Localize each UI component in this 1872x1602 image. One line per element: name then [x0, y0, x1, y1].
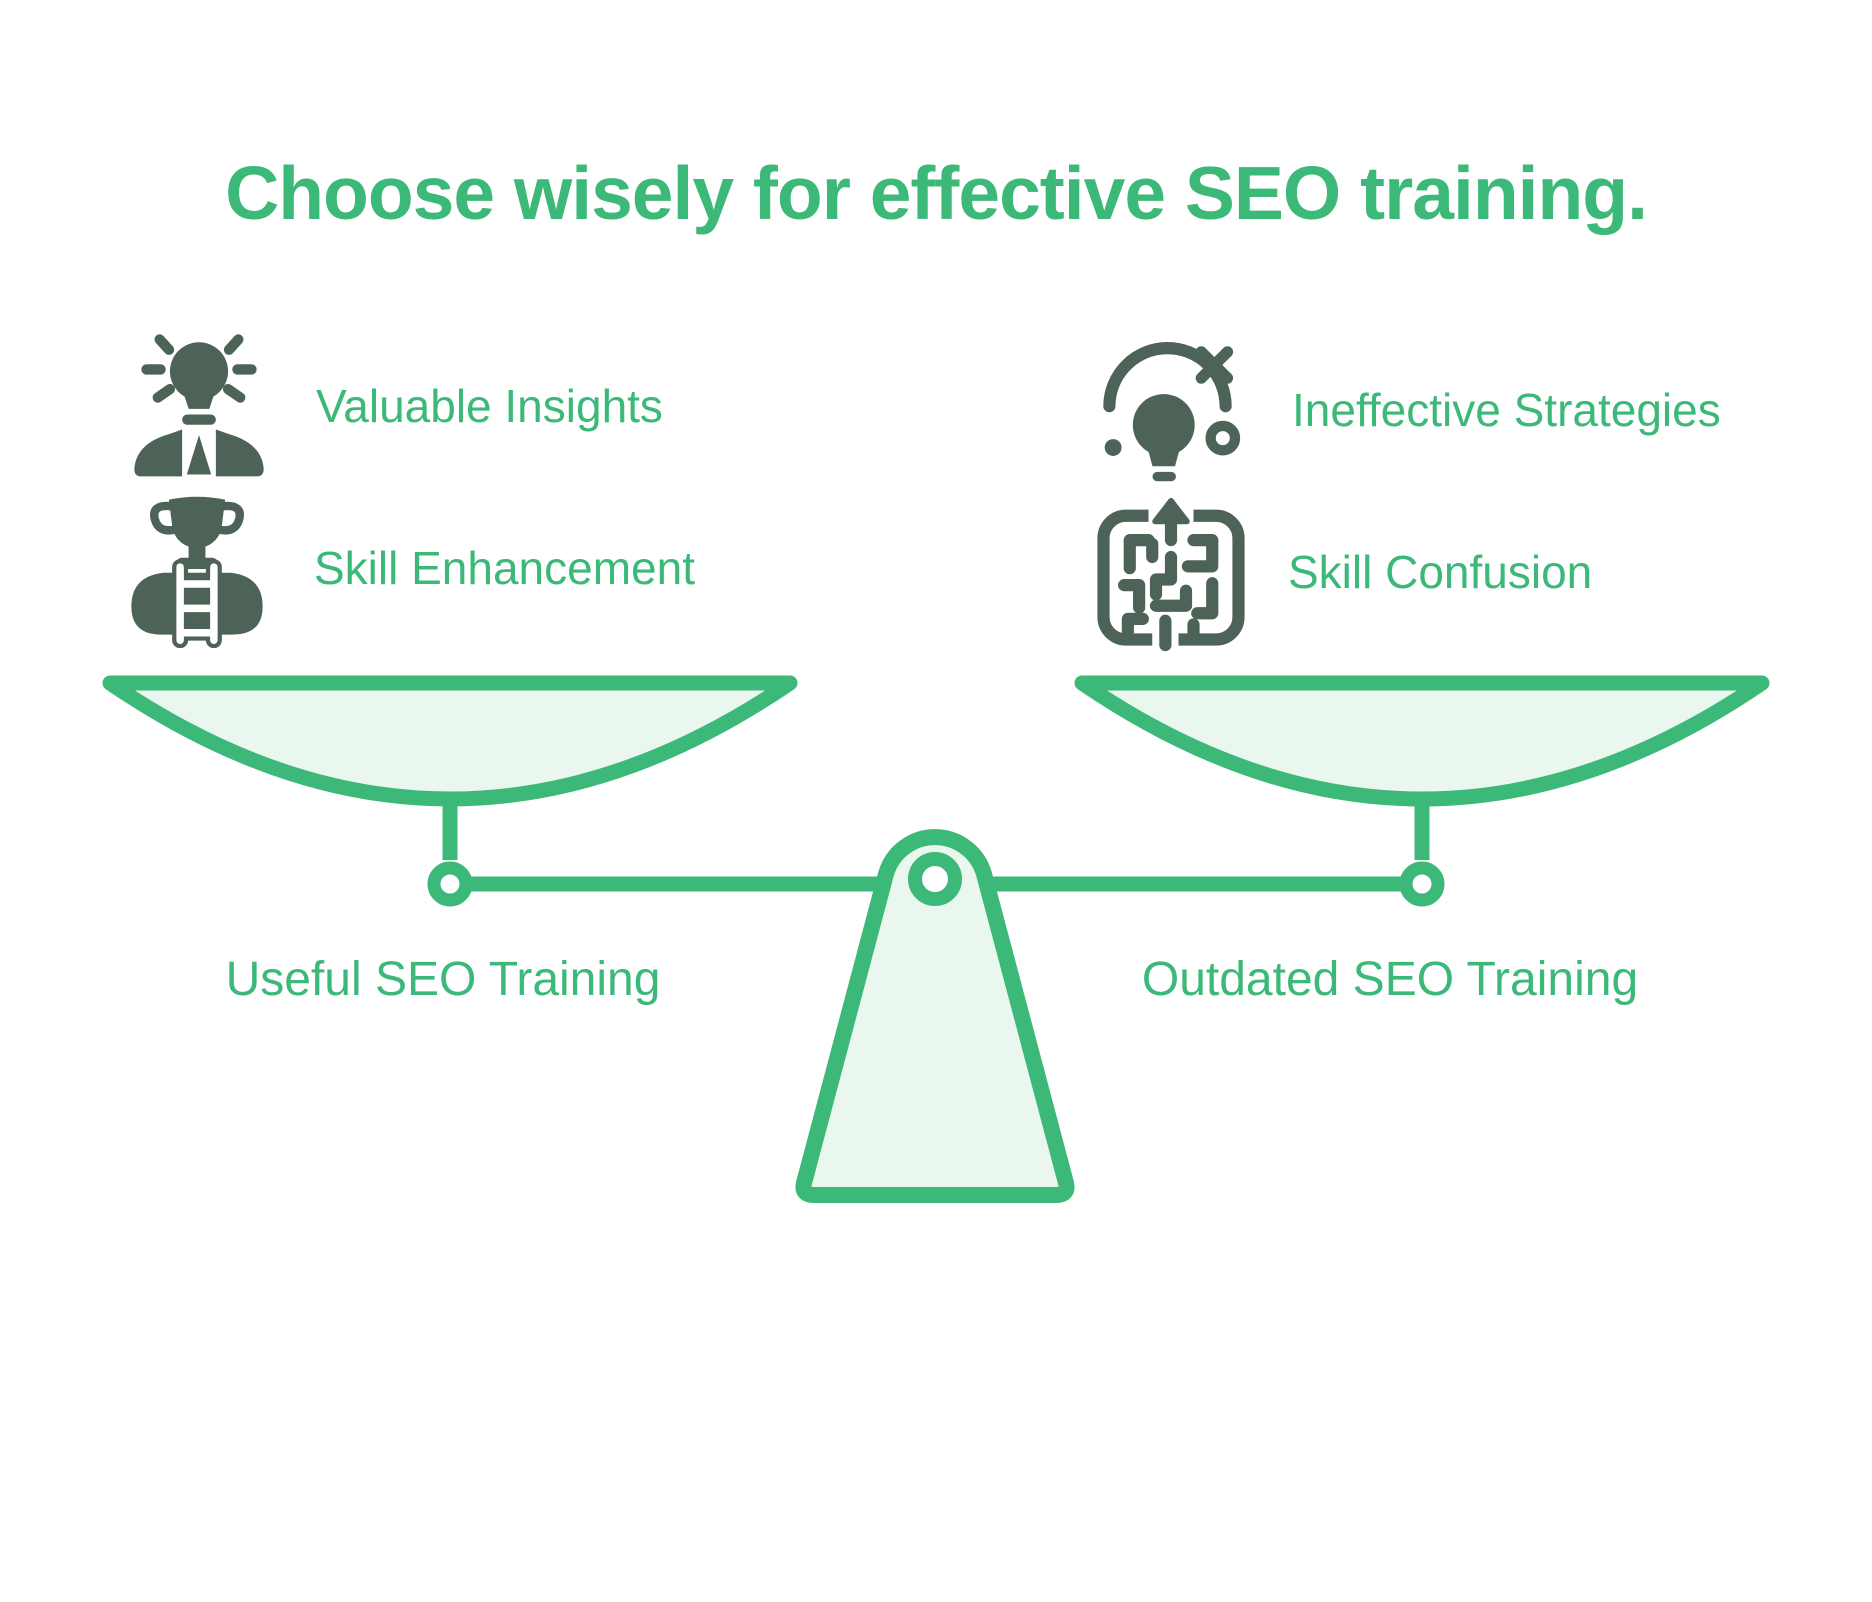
feature-skill-confusion: Skill Confusion — [1096, 492, 1592, 652]
page-title: Choose wisely for effective SEO training… — [225, 151, 1648, 235]
scale-fulcrum — [795, 829, 1075, 1203]
right-pan — [1074, 675, 1770, 807]
right-pan-ring — [1399, 861, 1445, 907]
feature-valuable-insights: Valuable Insights — [124, 326, 663, 486]
maze-icon — [1096, 492, 1246, 652]
trophy-ladder-icon — [122, 488, 272, 648]
feature-skill-enhancement: Skill Enhancement — [122, 488, 695, 648]
feature-label: Ineffective Strategies — [1292, 384, 1721, 436]
feature-label: Skill Confusion — [1288, 546, 1593, 598]
right-pan-label: Outdated SEO Training — [1141, 953, 1639, 1006]
left-pan — [102, 675, 798, 807]
idea-person-icon — [124, 326, 274, 486]
feature-ineffective-strategies: Ineffective Strategies — [1100, 330, 1721, 490]
fulcrum-hole — [908, 852, 962, 906]
left-pan-ring — [427, 861, 473, 907]
feature-label: Skill Enhancement — [314, 542, 695, 594]
left-pan-label: Useful SEO Training — [225, 953, 661, 1006]
failed-idea-icon — [1100, 330, 1250, 490]
feature-label: Valuable Insights — [316, 380, 663, 432]
